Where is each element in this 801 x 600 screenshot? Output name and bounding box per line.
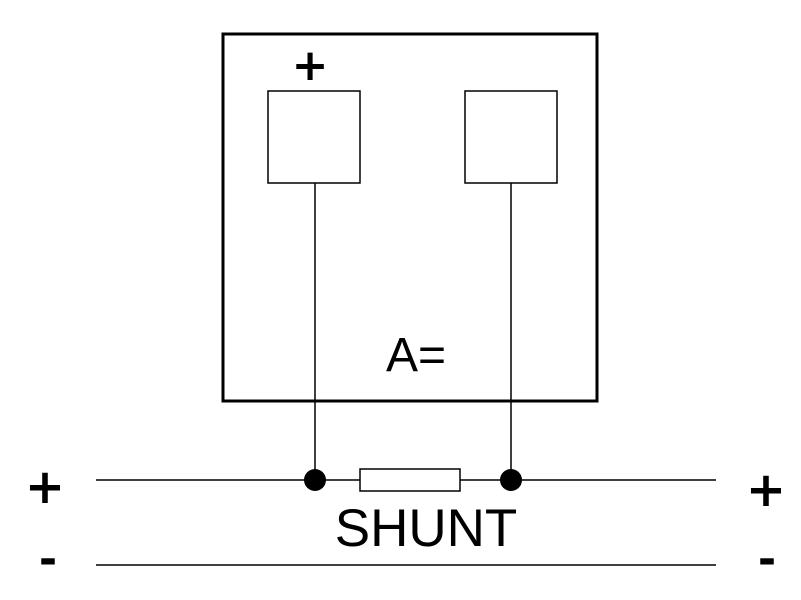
bus-top-left-polarity-label: + bbox=[25, 459, 65, 515]
junction-dot-left bbox=[304, 469, 326, 491]
bus-bottom-right-polarity-label: - bbox=[758, 534, 776, 585]
ammeter-housing bbox=[221, 32, 599, 403]
bus-bottom-left-polarity-label: - bbox=[39, 534, 57, 585]
shunt-resistor bbox=[359, 468, 461, 492]
meter-symbol-label: A= bbox=[386, 329, 446, 382]
meter-terminal-polarity-label: + bbox=[292, 40, 329, 91]
shunt-label: SHUNT bbox=[335, 499, 518, 558]
meter-terminal-positive bbox=[267, 90, 361, 184]
junction-dot-right bbox=[500, 469, 522, 491]
bus-top-right-polarity-label: + bbox=[746, 462, 786, 518]
